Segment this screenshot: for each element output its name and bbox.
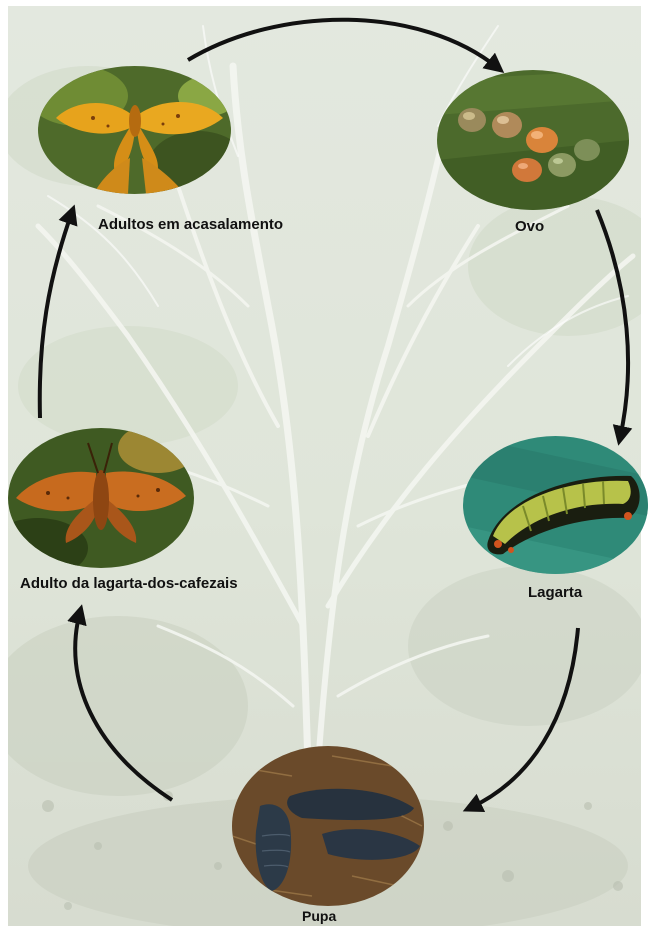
label-lagarta: Lagarta — [528, 584, 582, 601]
arrow-ovo-to-lagarta — [597, 210, 628, 438]
arrow-adulto-to-adultos — [40, 212, 72, 418]
photo-caterpillar — [463, 436, 648, 574]
label-adultos: Adultos em acasalamento — [98, 216, 283, 233]
photo-mating-moths — [38, 66, 231, 194]
label-pupa: Pupa — [302, 908, 336, 924]
photo-pupae — [232, 746, 424, 906]
label-adulto: Adulto da lagarta-dos-cafezais — [20, 575, 238, 592]
arrow-pupa-to-adulto — [75, 612, 172, 800]
photo-eggs-on-leaf — [437, 70, 629, 210]
arrow-adultos-to-ovo — [188, 20, 498, 68]
photo-adult-moth — [8, 428, 194, 568]
arrow-lagarta-to-pupa — [470, 628, 578, 808]
label-ovo: Ovo — [515, 218, 544, 235]
